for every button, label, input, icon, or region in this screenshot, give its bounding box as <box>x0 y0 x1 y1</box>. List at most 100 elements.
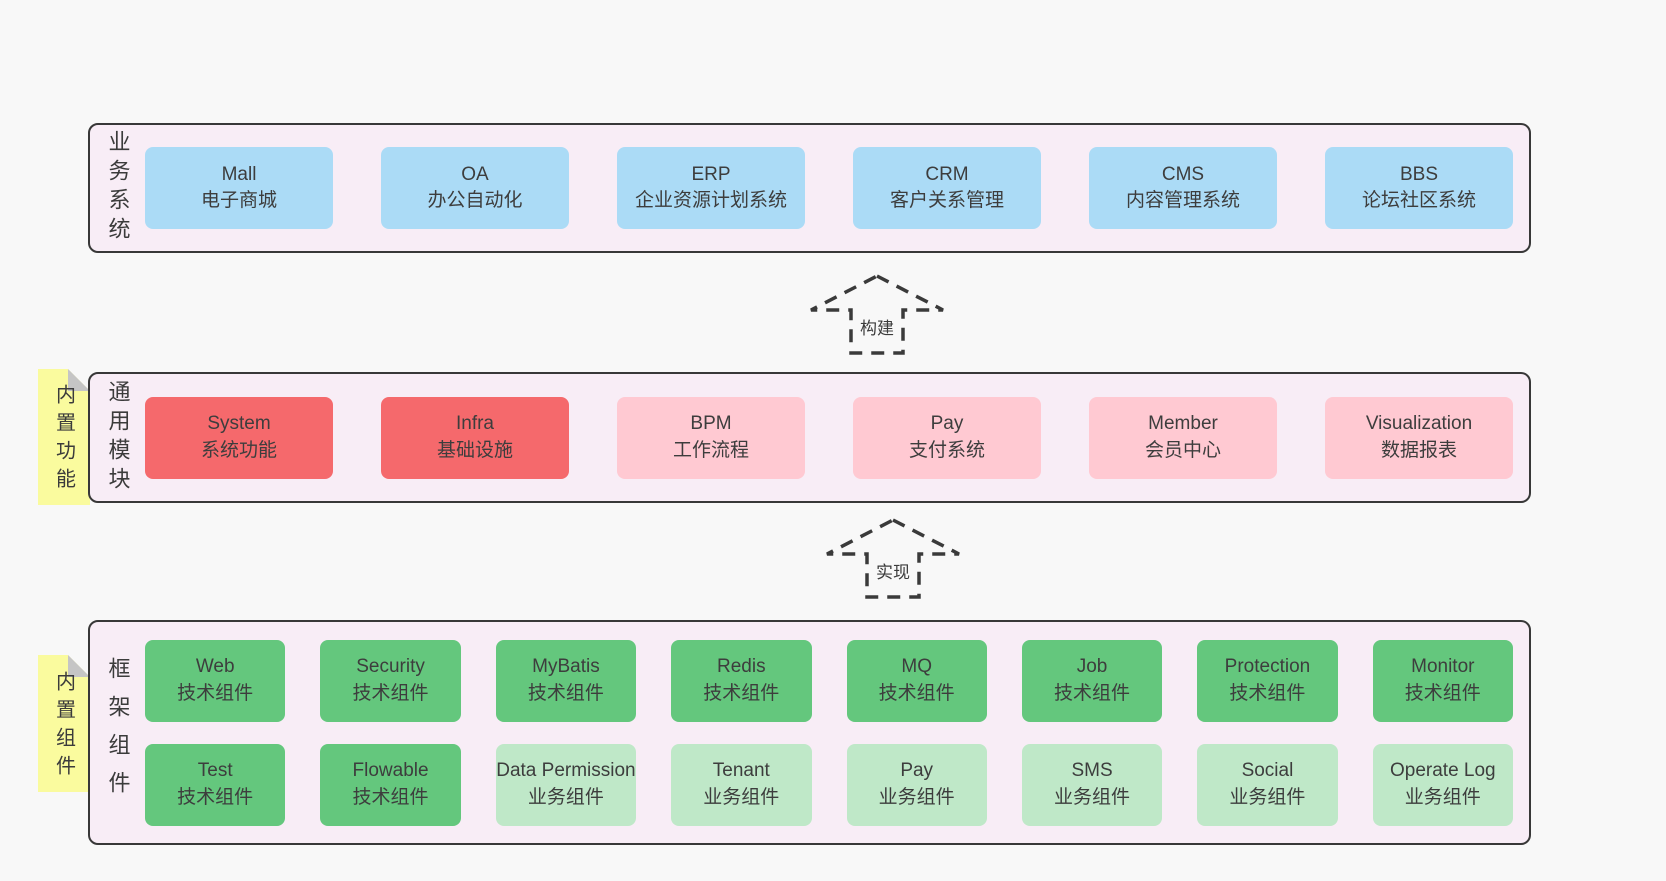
box-subtitle: 技术组件 <box>352 682 429 704</box>
box-title: ERP <box>691 163 731 185</box>
box-title: BPM <box>690 413 732 435</box>
box-subtitle: 工作流程 <box>672 439 749 461</box>
business-systems-panel: 业务系统 Mall 电子商城 OA 办公自动化 ERP 企业资源计划系统 CRM… <box>88 123 1531 253</box>
box-subtitle: 技术组件 <box>1229 682 1306 704</box>
tech-components-row: Web 技术组件 Security 技术组件 MyBatis 技术组件 Redi… <box>145 639 1513 722</box>
box-subtitle: 会员中心 <box>1144 439 1221 461</box>
box-title: Test <box>197 760 233 782</box>
box-subtitle: 系统功能 <box>200 439 277 461</box>
box-subtitle: 技术组件 <box>177 786 254 808</box>
box-title: Member <box>1148 413 1218 435</box>
box-subtitle: 内容管理系统 <box>1125 190 1240 211</box>
box-subtitle: 业务组件 <box>1229 786 1306 808</box>
box-title: Flowable <box>352 760 429 782</box>
box-title: OA <box>461 163 489 185</box>
box-job: Job 技术组件 <box>1021 639 1163 722</box>
box-subtitle: 客户关系管理 <box>889 190 1004 211</box>
box-title: Protection <box>1224 656 1311 678</box>
box-data-permission: Data Permission 业务组件 <box>495 743 637 826</box>
sticky-note-paper <box>38 369 90 505</box>
box-monitor: Monitor 技术组件 <box>1372 639 1513 722</box>
box-title: SMS <box>1071 760 1113 782</box>
arrow-label: 实现 <box>872 558 914 583</box>
box-subtitle: 业务组件 <box>878 786 955 808</box>
box-oa: OA 办公自动化 <box>381 147 569 229</box>
box-subtitle: 数据报表 <box>1380 439 1457 461</box>
box-subtitle: 办公自动化 <box>427 190 523 211</box>
box-title: Mall <box>221 163 257 185</box>
box-subtitle: 技术组件 <box>527 682 604 704</box>
box-bpm: BPM 工作流程 <box>617 396 805 479</box>
common-modules-panel: 通用模块 System 系统功能 Infra 基础设施 BPM 工作流程 Pay… <box>88 372 1531 503</box>
box-mq: MQ 技术组件 <box>846 639 987 722</box>
box-mall: Mall 电子商城 <box>145 147 333 229</box>
box-title: Tenant <box>712 760 770 782</box>
business-systems-row: Mall 电子商城 OA 办公自动化 ERP 企业资源计划系统 CRM 客户关系… <box>145 147 1529 229</box>
box-subtitle: 技术组件 <box>1054 682 1131 704</box>
box-subtitle: 业务组件 <box>527 786 604 808</box>
box-title: Visualization <box>1365 413 1473 435</box>
panel-label: 框架组件 <box>105 656 131 809</box>
implement-arrow: 实现 <box>825 518 961 600</box>
box-subtitle: 技术组件 <box>703 682 780 704</box>
box-title: Infra <box>455 413 495 435</box>
common-modules-row: System 系统功能 Infra 基础设施 BPM 工作流程 Pay 支付系统… <box>145 396 1529 479</box>
sticky-note-label: 内置功能 <box>52 384 75 496</box>
box-system: System 系统功能 <box>145 396 333 479</box>
box-subtitle: 技术组件 <box>878 682 955 704</box>
box-title: MyBatis <box>532 656 600 678</box>
box-title: CRM <box>925 163 969 185</box>
box-title: BBS <box>1399 163 1439 185</box>
box-subtitle: 技术组件 <box>352 786 429 808</box>
framework-components-panel: 框架组件 Web 技术组件 Security 技术组件 MyBatis 技术组件… <box>88 620 1531 845</box>
box-subtitle: 电子商城 <box>200 190 277 211</box>
box-security: Security 技术组件 <box>320 639 461 722</box>
box-pay-module: Pay 支付系统 <box>853 396 1041 479</box>
box-title: Monitor <box>1411 656 1475 678</box>
box-title: MQ <box>901 656 932 678</box>
box-title: Pay <box>900 760 934 782</box>
panel-label: 业务系统 <box>105 130 131 246</box>
box-mybatis: MyBatis 技术组件 <box>495 639 637 722</box>
box-title: Social <box>1241 760 1294 782</box>
box-operate-log: Operate Log 业务组件 <box>1372 743 1513 826</box>
framework-components-grid: Web 技术组件 Security 技术组件 MyBatis 技术组件 Redi… <box>145 639 1529 826</box>
box-title: System <box>207 413 271 435</box>
biz-components-row: Test 技术组件 Flowable 技术组件 Data Permission … <box>145 743 1513 826</box>
sticky-note-paper <box>38 655 90 792</box>
box-title: Job <box>1076 656 1108 678</box>
box-title: Operate Log <box>1389 760 1496 782</box>
box-subtitle: 论坛社区系统 <box>1361 190 1476 211</box>
box-tenant: Tenant 业务组件 <box>671 743 812 826</box>
sticky-note-builtin-components: 内置组件 <box>38 655 90 792</box>
box-title: Security <box>356 656 425 678</box>
box-bbs: BBS 论坛社区系统 <box>1325 147 1513 229</box>
box-protection: Protection 技术组件 <box>1197 639 1338 722</box>
box-erp: ERP 企业资源计划系统 <box>617 147 805 229</box>
box-test: Test 技术组件 <box>145 743 286 826</box>
box-flowable: Flowable 技术组件 <box>320 743 461 826</box>
box-subtitle: 企业资源计划系统 <box>634 190 787 211</box>
sticky-note-label: 内置组件 <box>52 670 75 783</box>
box-web: Web 技术组件 <box>145 639 286 722</box>
box-member: Member 会员中心 <box>1089 396 1277 479</box>
box-visualization: Visualization 数据报表 <box>1325 396 1513 479</box>
box-crm: CRM 客户关系管理 <box>853 147 1041 229</box>
box-subtitle: 业务组件 <box>1054 786 1131 808</box>
box-title: Redis <box>717 656 766 678</box>
box-infra: Infra 基础设施 <box>381 396 569 479</box>
box-title: Pay <box>930 413 964 435</box>
box-subtitle: 业务组件 <box>1404 786 1481 808</box>
box-pay-component: Pay 业务组件 <box>846 743 987 826</box>
box-social: Social 业务组件 <box>1197 743 1338 826</box>
box-subtitle: 业务组件 <box>703 786 780 808</box>
box-sms: SMS 业务组件 <box>1021 743 1163 826</box>
box-subtitle: 技术组件 <box>1404 682 1481 704</box>
box-cms: CMS 内容管理系统 <box>1089 147 1277 229</box>
box-subtitle: 基础设施 <box>436 439 513 461</box>
sticky-note-builtin-features: 内置功能 <box>38 369 90 505</box>
arrow-label: 构建 <box>856 314 898 339</box>
box-subtitle: 技术组件 <box>177 682 254 704</box>
box-title: Data Permission <box>496 760 636 782</box>
build-arrow: 构建 <box>809 274 945 356</box>
